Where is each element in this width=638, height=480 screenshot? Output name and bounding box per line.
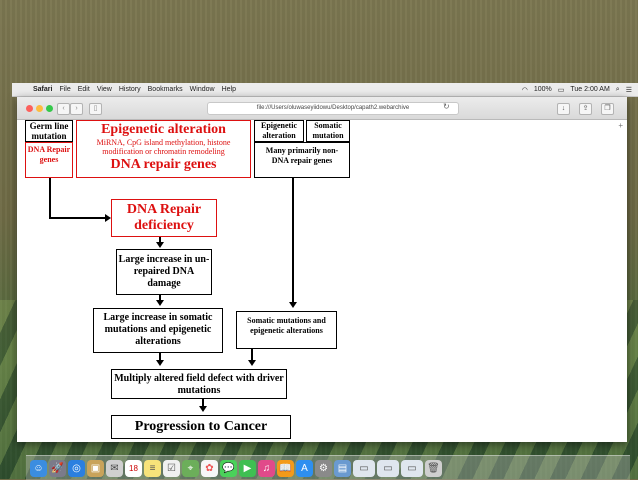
large-unrepaired-box: Large increase in un-repaired DNA damage xyxy=(116,249,212,295)
multiply-altered-box: Multiply altered field defect with drive… xyxy=(111,369,287,399)
menu-file[interactable]: File xyxy=(59,86,71,93)
epigenetic-alteration-box: Epigenetic alteration MiRNA, CpG island … xyxy=(76,120,251,178)
mail-icon[interactable]: ✉ xyxy=(106,459,123,477)
menubar-status-area: ◠ 100% ▭ Tue 2:00 AM ⌕ ☰ xyxy=(516,86,632,94)
arrowhead-right-to-field xyxy=(248,360,256,366)
clock[interactable]: Tue 2:00 AM xyxy=(570,86,610,93)
search-icon[interactable]: ⌕ xyxy=(615,85,620,93)
menu-history[interactable]: History xyxy=(118,86,141,93)
browser-toolbar: ‹ › ▯ file:///Users/oluwaseyiidowu/Deskt… xyxy=(17,97,627,120)
notes-icon[interactable]: ≡ xyxy=(144,459,161,477)
system-prefs-icon[interactable]: ⚙ xyxy=(315,459,332,477)
menu-safari[interactable]: Safari xyxy=(33,86,53,93)
zoom-window-button[interactable] xyxy=(46,105,53,112)
dna-repair-genes-title: DNA repair genes xyxy=(110,157,217,172)
arrow-deficiency-down xyxy=(159,237,161,243)
downloads-icon[interactable]: ↓ xyxy=(557,103,570,115)
large-somatic-box: Large increase in somatic mutations and … xyxy=(93,308,223,353)
launchpad-icon[interactable]: 🚀 xyxy=(49,459,66,477)
menu-bar: Safari File Edit View History Bookmarks … xyxy=(12,83,638,97)
trash-icon[interactable]: 🗑 xyxy=(425,459,442,477)
epigenetic-title: Epigenetic alteration xyxy=(101,122,226,137)
facetime-icon[interactable]: ▶ xyxy=(239,459,256,477)
reload-icon[interactable]: ↻ xyxy=(443,102,450,111)
arrowhead-to-deficiency xyxy=(105,214,111,222)
many-primarily-box: Many primarily non-DNA repair genes xyxy=(254,142,350,178)
minimize-window-button[interactable] xyxy=(36,105,43,112)
notification-center-icon[interactable]: ☰ xyxy=(625,86,632,94)
arrowhead-to-somatic-epi xyxy=(289,302,297,308)
dna-repair-genes-small-box: DNA Repair genes xyxy=(25,142,73,178)
arrow-field-down xyxy=(202,399,204,407)
finder-icon[interactable]: ☺ xyxy=(30,459,47,477)
menu-window[interactable]: Window xyxy=(189,86,215,93)
safari-icon[interactable]: ◎ xyxy=(68,459,85,477)
itunes-icon[interactable]: ♫ xyxy=(258,459,275,477)
window-thumb-icon-2[interactable]: ▭ xyxy=(377,459,399,477)
tabs-overview-icon[interactable]: ❐ xyxy=(601,103,614,115)
back-button[interactable]: ‹ xyxy=(57,103,70,115)
menu-view[interactable]: View xyxy=(96,86,112,93)
share-icon[interactable]: ⇪ xyxy=(579,103,592,115)
safari-window: ‹ › ▯ file:///Users/oluwaseyiidowu/Deskt… xyxy=(17,97,627,442)
dock: ☺ 🚀 ◎ ▣ ✉ 18 ≡ ☑ ⌖ ✿ 💬 ▶ ♫ 📖 A ⚙ ▤ ▭ ▭ ▭… xyxy=(26,455,630,480)
arrow-unrepaired-down xyxy=(159,295,161,301)
calendar-icon[interactable]: 18 xyxy=(125,459,142,477)
arrowhead-left-to-field xyxy=(156,360,164,366)
arrow-germline-right xyxy=(49,217,105,219)
maps-icon[interactable]: ⌖ xyxy=(182,459,199,477)
arrow-somatic-epi-down xyxy=(251,349,253,361)
arrow-germline-down xyxy=(49,178,51,218)
wifi-icon[interactable]: ◠ xyxy=(521,86,528,94)
preview-icon[interactable]: ▤ xyxy=(334,459,351,477)
sidebar-toggle-icon[interactable]: ▯ xyxy=(89,103,102,115)
epigenetic-detail: MiRNA, CpG island methylation, histone m… xyxy=(96,138,231,156)
photos-app-icon[interactable]: ✿ xyxy=(201,459,218,477)
somatic-mutation-small-box: Somatic mutation xyxy=(306,120,350,142)
new-tab-button[interactable]: + xyxy=(618,121,623,130)
menu-edit[interactable]: Edit xyxy=(77,86,90,93)
somatic-epigenetic-box: Somatic mutations and epigenetic alterat… xyxy=(236,311,337,349)
menu-bookmarks[interactable]: Bookmarks xyxy=(147,86,183,93)
ibooks-icon[interactable]: 📖 xyxy=(277,459,294,477)
messages-icon[interactable]: 💬 xyxy=(220,459,237,477)
battery-percent[interactable]: 100% xyxy=(533,86,552,93)
window-thumb-icon-3[interactable]: ▭ xyxy=(401,459,423,477)
arrowhead-to-somatic xyxy=(156,300,164,306)
menu-help[interactable]: Help xyxy=(221,86,236,93)
address-bar[interactable]: file:///Users/oluwaseyiidowu/Desktop/cap… xyxy=(207,102,459,115)
window-thumb-icon[interactable]: ▭ xyxy=(353,459,375,477)
battery-icon[interactable]: ▭ xyxy=(557,86,565,94)
photos-icon[interactable]: ▣ xyxy=(87,459,104,477)
close-window-button[interactable] xyxy=(26,105,33,112)
arrowhead-to-unrepaired xyxy=(156,242,164,248)
appstore-icon[interactable]: A xyxy=(296,459,313,477)
arrowhead-to-cancer xyxy=(199,406,207,412)
dna-repair-deficiency-box: DNA Repair deficiency xyxy=(111,199,217,237)
epigenetic-alteration-small-box: Epigenetic alteration xyxy=(254,120,304,142)
reminders-icon[interactable]: ☑ xyxy=(163,459,180,477)
progression-to-cancer-box: Progression to Cancer xyxy=(111,415,291,439)
germ-line-mutation-box: Germ line mutation xyxy=(25,120,73,142)
forward-button[interactable]: › xyxy=(70,103,83,115)
arrow-right-column-down xyxy=(292,178,294,303)
arrow-somatic-down xyxy=(159,353,161,361)
